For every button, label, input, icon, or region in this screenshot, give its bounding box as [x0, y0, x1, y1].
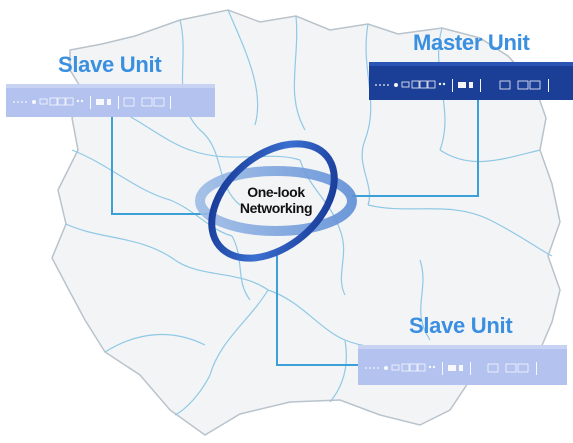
master-device [369, 62, 573, 100]
connector-lines [111, 100, 479, 366]
center-caption-line2: Networking [239, 200, 313, 216]
connector-slave-bottom [276, 255, 358, 366]
master-unit-label: Master Unit [413, 30, 530, 55]
slave-device-bottom [358, 345, 567, 385]
slave-unit-label-bottom: Slave Unit [409, 313, 513, 338]
connector-slave-left [111, 117, 210, 215]
center-caption: One-look Networking [226, 184, 326, 216]
one-look-networking-logo [195, 140, 357, 262]
connector-master [352, 100, 479, 197]
slave-device-left [6, 84, 215, 117]
slave-unit-label-left: Slave Unit [58, 52, 162, 77]
center-caption-line1: One-look [247, 184, 305, 200]
